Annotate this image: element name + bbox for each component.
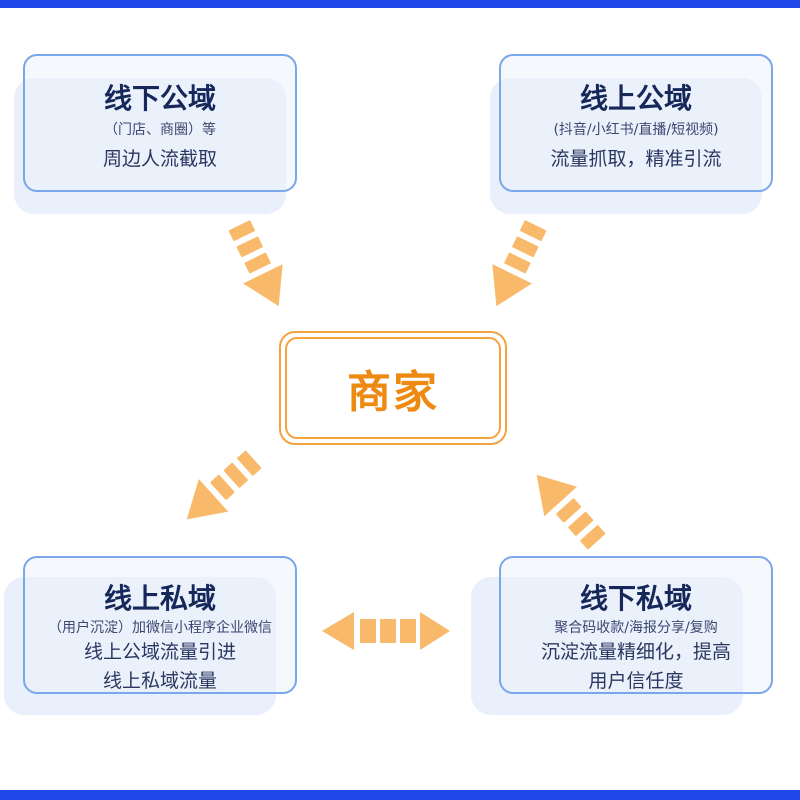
arrow-merchant-to-online-private bbox=[172, 442, 269, 536]
card-description: 流量抓取，精准引流 bbox=[550, 148, 722, 170]
card-title: 线上公域 bbox=[579, 82, 692, 115]
merchant-box-outer bbox=[279, 331, 507, 445]
arrow-offline-public-to-merchant bbox=[219, 215, 299, 316]
card-description: 线上公域流量引进 bbox=[83, 641, 236, 663]
card-title: 线下私域 bbox=[579, 582, 692, 615]
card-description: 线上私域流量 bbox=[102, 670, 217, 692]
bottom-frame-bar bbox=[0, 790, 800, 800]
card-offline-public: 线下公域 （门店、商圈）等 周边人流截取 bbox=[23, 54, 297, 192]
card-subtitle: (抖音/小红书/直播/短视频) bbox=[553, 122, 719, 138]
top-frame-bar bbox=[0, 0, 800, 8]
arrow-online-public-to-merchant bbox=[476, 215, 556, 316]
arrow-offline-private-to-merchant bbox=[520, 460, 614, 557]
card-subtitle: （用户沉淀）加微信小程序企业微信 bbox=[48, 620, 272, 636]
card-online-public: 线上公域 (抖音/小红书/直播/短视频) 流量抓取，精准引流 bbox=[499, 54, 773, 192]
card-offline-private: 线下私域 聚合码收款/海报分享/复购 沉淀流量精细化，提高 用户信任度 bbox=[499, 556, 773, 694]
card-description: 沉淀流量精细化，提高 bbox=[540, 641, 731, 663]
card-subtitle: 聚合码收款/海报分享/复购 bbox=[554, 620, 718, 636]
arrow-bidirectional-private bbox=[322, 612, 450, 650]
card-subtitle: （门店、商圈）等 bbox=[104, 122, 216, 138]
card-title: 线上私域 bbox=[103, 582, 216, 615]
card-online-private: 线上私域 （用户沉淀）加微信小程序企业微信 线上公域流量引进 线上私域流量 bbox=[23, 556, 297, 694]
merchant-box: 商家 bbox=[285, 337, 501, 439]
card-description: 周边人流截取 bbox=[102, 148, 217, 170]
card-description: 用户信任度 bbox=[588, 670, 684, 692]
merchant-label: 商家 bbox=[347, 367, 439, 418]
card-title: 线下公域 bbox=[103, 82, 216, 115]
